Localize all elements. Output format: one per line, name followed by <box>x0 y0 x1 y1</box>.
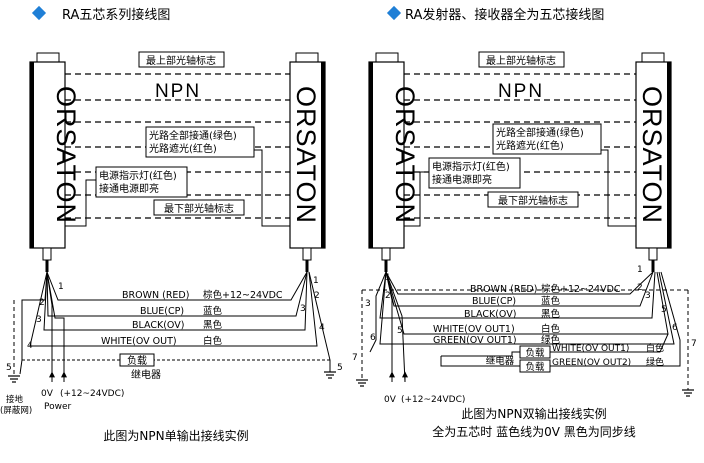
left-light-box-line2: 光路遮光(红色) <box>149 142 217 155</box>
right-power-box-line1: 电源指示灯(红色) <box>432 160 510 173</box>
left-power-box-line1: 电源指示灯(红色) <box>99 169 177 182</box>
left-caption: 此图为NPN单输出接线实例 <box>103 428 248 443</box>
left-plus-volt: (+12~24VDC) <box>60 389 124 399</box>
left-wire-black-note: 黑色 <box>203 319 223 331</box>
left-wire-brown-note: 棕色+12~24VDC <box>203 289 283 301</box>
right-plus-volt: (+12~24VDC) <box>401 395 465 405</box>
left-power-box-line2: 接通电源即亮 <box>99 182 159 195</box>
right-rx-pin-3: 3 <box>645 291 651 301</box>
right-bottom-axis-label: 最下部光轴标志 <box>498 194 568 207</box>
right-rx-pin-7: 7 <box>691 339 697 349</box>
left-wire-blue: BLUE(CP) <box>140 306 184 317</box>
right-npn-label: NPN <box>498 81 544 102</box>
right-light-box-line2: 光路遮光(红色) <box>496 139 564 152</box>
left-wire-blue-note: 蓝色 <box>203 305 223 317</box>
left-light-box-line1: 光路全部接通(绿色) <box>149 129 237 142</box>
right-pin-1: 1 <box>385 273 391 283</box>
right-rx-pin-1: 1 <box>637 265 643 275</box>
right-relay-label: 继电器 <box>486 355 515 367</box>
left-pin-5: 5 <box>6 363 12 373</box>
right-wire-blue: BLUE(CP) <box>472 296 516 307</box>
left-diagram: RA五芯系列接线图 ORSATON ORSATON <box>0 5 343 443</box>
right-wire-brown-note: 棕色+12~24VDC <box>541 283 621 295</box>
right-wire-green: GREEN(OV OUT1) <box>433 335 517 346</box>
left-pin-3: 3 <box>36 315 42 325</box>
right-wire-blue-note: 蓝色 <box>541 295 561 307</box>
right-light-box-line1: 光路全部接通(绿色) <box>496 126 584 139</box>
left-wire-white-note: 白色 <box>203 335 223 347</box>
right-pin-6: 6 <box>370 333 376 343</box>
right-rx-pin-6: 6 <box>672 323 678 333</box>
left-ground-label-2: (屏蔽网) <box>0 405 32 416</box>
right-top-axis-label: 最上部光轴标志 <box>486 54 556 67</box>
left-title-diamond-icon <box>31 5 47 21</box>
right-ground-symbols <box>356 379 694 397</box>
left-wire-black: BLACK(OV) <box>132 320 184 331</box>
left-wire-brown: BROWN (RED) <box>122 290 189 301</box>
left-npn-label: NPN <box>155 81 201 102</box>
right-wire-green-note: 绿色 <box>541 334 561 346</box>
left-wire-white: WHITE(OV OUT) <box>101 336 177 347</box>
right-wire-brown: BROWN (RED) <box>470 284 537 295</box>
right-rx-pin-2: 2 <box>637 283 643 293</box>
left-relay-label: 继电器 <box>131 368 161 381</box>
right-wiring <box>361 271 689 390</box>
right-receiver-brand: ORSATON <box>637 86 667 224</box>
left-rx-pin-2: 2 <box>314 291 320 301</box>
right-caption-line1: 此图为NPN双输出接线实例 <box>461 406 606 421</box>
left-pin-4: 4 <box>27 341 33 351</box>
right-rx-wire-white: WHITE(OV OUT1) <box>552 344 629 354</box>
left-receiver-bar <box>289 52 326 272</box>
right-zero-volt: 0V <box>384 395 397 405</box>
left-bottom-axis-label: 最下部光轴标志 <box>164 202 234 215</box>
right-rx-wire-green: GREEN(OV OUT2) <box>552 358 631 368</box>
right-emitter-bar <box>368 52 405 272</box>
right-load-label-2: 负载 <box>525 361 545 373</box>
right-wire-white-note: 白色 <box>541 323 561 335</box>
left-pin-1: 1 <box>58 282 64 292</box>
right-pin-5: 5 <box>397 326 403 336</box>
left-title: RA五芯系列接线图 <box>62 7 170 23</box>
left-rx-pin-5: 5 <box>337 363 343 373</box>
right-wire-white: WHITE(OV OUT1) <box>433 324 515 335</box>
right-power-box-line2: 接通电源即亮 <box>432 173 492 186</box>
left-pin-2: 2 <box>39 298 45 308</box>
right-receiver-bar <box>635 52 672 272</box>
right-rx-wire-white-note: 白色 <box>646 342 664 354</box>
left-zero-volt: 0V <box>41 389 54 399</box>
right-emitter-brand: ORSATON <box>390 86 420 224</box>
right-diagram: RA发射器、接收器全为五芯接线图 ORSATON ORSATON <box>352 5 697 439</box>
left-rx-pin-4: 4 <box>319 323 325 333</box>
right-pin-3: 3 <box>365 299 371 309</box>
right-caption-line2: 全为五芯时 蓝色线为0V 黑色为同步线 <box>432 424 635 439</box>
left-power-label: Power <box>44 402 72 412</box>
left-receiver-brand: ORSATON <box>291 86 321 224</box>
right-wire-black-note: 黑色 <box>541 308 561 320</box>
left-load-label: 负载 <box>127 354 147 367</box>
left-rx-pin-3: 3 <box>300 304 306 314</box>
right-rx-wire-green-note: 绿色 <box>646 356 664 368</box>
right-pin-7: 7 <box>352 353 358 363</box>
left-ground-symbols <box>8 371 336 383</box>
left-emitter-bar <box>29 52 66 272</box>
left-top-axis-label: 最上部光轴标志 <box>146 54 216 67</box>
right-rx-pin-5: 5 <box>661 305 667 315</box>
left-emitter-brand: ORSATON <box>51 86 81 224</box>
right-pin-2: 2 <box>385 291 391 301</box>
right-load-label-1: 负载 <box>525 347 545 359</box>
right-title-diamond-icon <box>386 5 402 21</box>
right-title: RA发射器、接收器全为五芯接线图 <box>405 7 604 23</box>
left-ground-label-1: 接地 <box>6 394 24 405</box>
right-wire-black: BLACK(OV) <box>464 309 516 320</box>
left-rx-pin-1: 1 <box>313 276 319 286</box>
